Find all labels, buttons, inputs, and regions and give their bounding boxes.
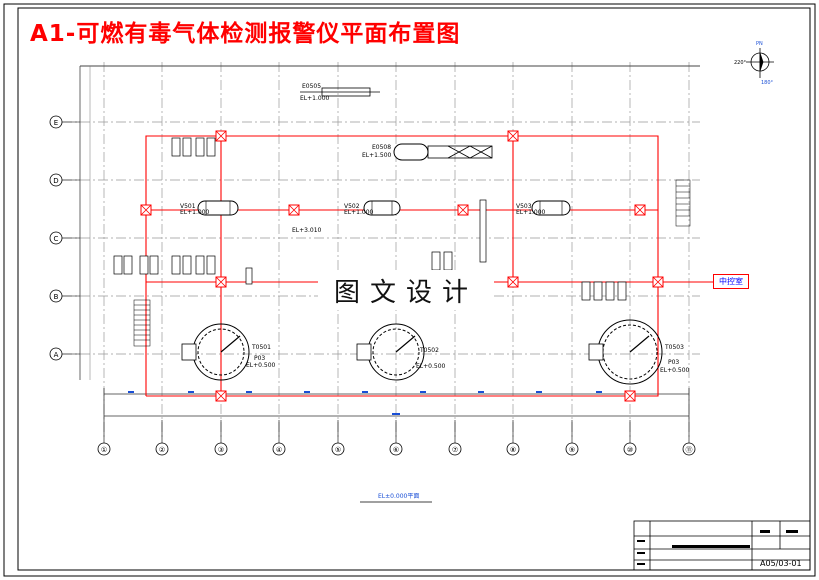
axis-label-a: A bbox=[54, 351, 59, 359]
label-el-0500-t1: EL+0.500 bbox=[246, 362, 276, 369]
axis-label-b: B bbox=[54, 293, 59, 301]
title-block bbox=[633, 520, 811, 571]
axis-label-8: ⑧ bbox=[510, 446, 516, 454]
title-block-fills bbox=[637, 530, 798, 565]
vessel-saddles bbox=[205, 201, 563, 215]
grid-lines-vertical bbox=[103, 62, 690, 440]
label-p03-t1: P03 bbox=[254, 355, 265, 362]
axis-bubble-leaders bbox=[62, 121, 690, 443]
compass-icon bbox=[746, 48, 774, 78]
watermark: 图文设计 bbox=[318, 270, 494, 310]
label-v503: V503 bbox=[516, 203, 532, 210]
label-el-1000: EL+1.000 bbox=[300, 95, 330, 102]
label-t0501: T0501 bbox=[251, 344, 271, 351]
label-e0508: E0508 bbox=[372, 144, 391, 151]
stairs bbox=[133, 179, 691, 347]
detector-boxes bbox=[140, 130, 664, 402]
label-t0503: T0503 bbox=[664, 344, 684, 351]
outer-border bbox=[3, 3, 816, 577]
drawing-number: A05/03-01 bbox=[760, 559, 802, 568]
axis-label-7: ⑦ bbox=[452, 446, 458, 454]
axis-label-1: ① bbox=[101, 446, 107, 454]
tower-platforms bbox=[181, 343, 604, 361]
label-v501: V501 bbox=[180, 203, 196, 210]
label-t0502: T0502 bbox=[419, 347, 439, 354]
axis-label-e: E bbox=[54, 119, 58, 127]
axis-label-d: D bbox=[53, 177, 58, 185]
axis-labels-left: E D C B A bbox=[53, 119, 58, 359]
exchanger-e0508 bbox=[427, 145, 493, 159]
label-v502: V502 bbox=[344, 203, 360, 210]
axis-label-6: ⑥ bbox=[393, 446, 399, 454]
axis-label-9: ⑨ bbox=[569, 446, 575, 454]
label-el-1000-v502: EL+1.000 bbox=[344, 209, 374, 216]
compass-left: 220° bbox=[734, 60, 747, 66]
inner-border bbox=[17, 7, 811, 571]
axis-label-3: ③ bbox=[218, 446, 224, 454]
axis-label-10: ⑩ bbox=[627, 446, 633, 454]
bottom-dimensions bbox=[103, 388, 690, 420]
label-el-3010: EL+3.010 bbox=[292, 227, 322, 234]
horizontal-vessels bbox=[197, 143, 571, 216]
pump-groups bbox=[113, 137, 627, 301]
dimension-ticks bbox=[128, 391, 602, 415]
axis-label-11: ⑪ bbox=[686, 446, 693, 454]
drawing-title: A1-可燃有毒气体检测报警仪平面布置图 bbox=[30, 21, 461, 47]
compass-bottom: 180° bbox=[761, 80, 774, 86]
equipment-labels: V501 V502 V503 T0501 T0502 T0503 E0508 E… bbox=[180, 83, 690, 374]
label-p03-t3: P03 bbox=[668, 359, 679, 366]
label-el-0500-t3: EL+0.500 bbox=[660, 367, 690, 374]
red-cable-route bbox=[145, 135, 713, 397]
label-e0505: E0505 bbox=[302, 83, 321, 90]
tower-nozzles bbox=[220, 335, 650, 353]
axis-label-5: ⑤ bbox=[335, 446, 341, 454]
label-el-0500-t2: EL+0.500 bbox=[416, 363, 446, 370]
axis-bubbles-bottom bbox=[97, 442, 696, 456]
axis-label-2: ② bbox=[159, 446, 165, 454]
plan-label: EL±0.000平面 bbox=[378, 493, 419, 500]
axis-label-4: ④ bbox=[276, 446, 282, 454]
axis-label-c: C bbox=[54, 235, 59, 243]
detector-crosses bbox=[140, 130, 664, 402]
axis-bubbles-left bbox=[49, 115, 63, 361]
axis-labels-bottom: ① ② ③ ④ ⑤ ⑥ ⑦ ⑧ ⑨ ⑩ ⑪ bbox=[101, 446, 693, 454]
label-el-1000-v501: EL+1.000 bbox=[180, 209, 210, 216]
exchanger-e0505 bbox=[300, 87, 380, 97]
control-room-tag: 中控室 bbox=[713, 274, 749, 289]
label-el-1500: EL+1.500 bbox=[362, 152, 392, 159]
label-el-1000-v503: EL+1.000 bbox=[516, 209, 546, 216]
compass-north: PN bbox=[756, 41, 763, 47]
